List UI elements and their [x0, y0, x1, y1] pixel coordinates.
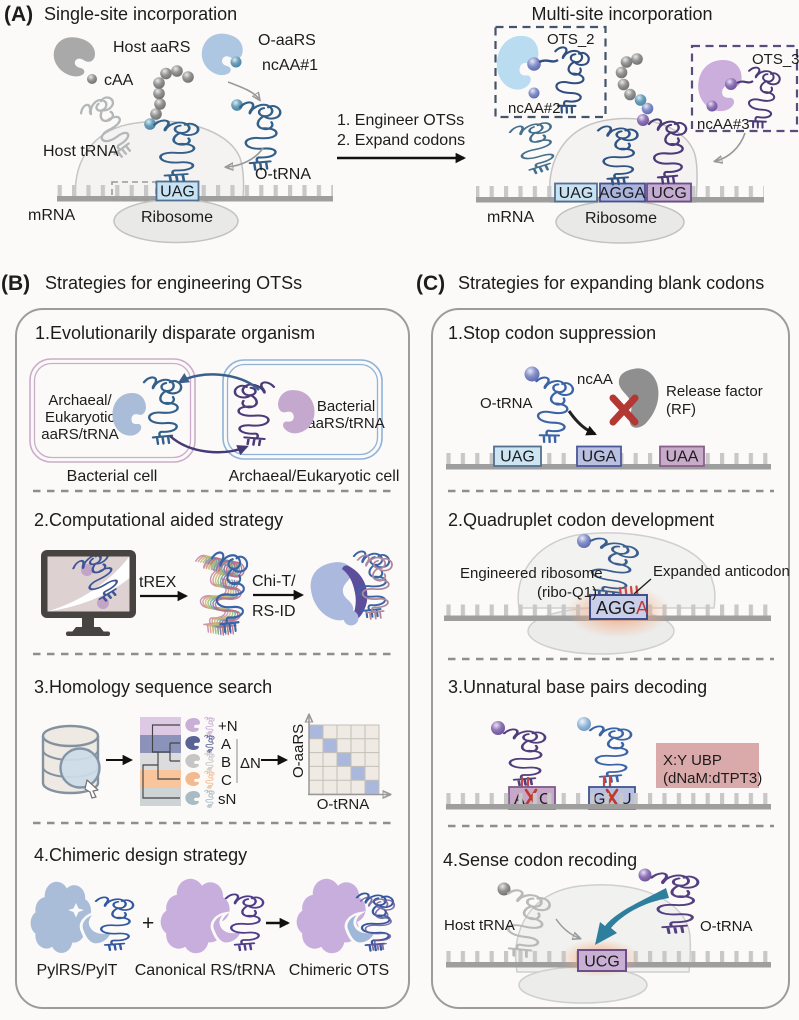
- svg-text:2.Quadruplet codon development: 2.Quadruplet codon development: [448, 510, 714, 530]
- svg-text:O-aaRS: O-aaRS: [290, 724, 307, 778]
- svg-text:Eukaryotic: Eukaryotic: [45, 409, 116, 426]
- svg-text:+N: +N: [218, 718, 238, 735]
- svg-text:O-aaRS: O-aaRS: [258, 32, 316, 49]
- svg-text:Strategies for expanding blank: Strategies for expanding blank codons: [458, 273, 764, 293]
- svg-text:Single-site incorporation: Single-site incorporation: [44, 4, 237, 24]
- svg-text:4.Sense codon recoding: 4.Sense codon recoding: [443, 850, 637, 870]
- svg-text:sN: sN: [218, 791, 236, 808]
- svg-text:Canonical RS/tRNA: Canonical RS/tRNA: [135, 962, 276, 979]
- svg-text:O-tRNA: O-tRNA: [255, 166, 311, 183]
- svg-text:Host aaRS: Host aaRS: [113, 39, 190, 56]
- svg-text:(A): (A): [4, 3, 33, 26]
- svg-text:Multi-site incorporation: Multi-site incorporation: [531, 4, 712, 24]
- svg-text:(RF): (RF): [666, 401, 696, 418]
- svg-text:OTS_2: OTS_2: [547, 31, 595, 48]
- svg-text:UCG: UCG: [651, 185, 687, 202]
- svg-text:mRNA: mRNA: [487, 209, 534, 226]
- svg-text:Chi-T/: Chi-T/: [252, 573, 296, 590]
- svg-text:Ribosome: Ribosome: [585, 210, 657, 227]
- svg-text:(ribo-Q1): (ribo-Q1): [537, 584, 597, 601]
- svg-text:PylRS/PylT: PylRS/PylT: [37, 962, 118, 979]
- svg-text:Chimeric OTS: Chimeric OTS: [289, 962, 389, 979]
- svg-text:UAG: UAG: [160, 184, 195, 201]
- svg-text:(C): (C): [416, 272, 445, 295]
- svg-text:Bacterial: Bacterial: [317, 398, 375, 415]
- svg-text:Engineered ribosome: Engineered ribosome: [460, 565, 603, 582]
- svg-text:UAG: UAG: [559, 185, 594, 202]
- svg-text:ΔN: ΔN: [240, 755, 261, 772]
- svg-text:aaRS/tRNA: aaRS/tRNA: [41, 426, 119, 443]
- svg-text:A: A: [221, 736, 231, 753]
- svg-text:B: B: [221, 754, 231, 771]
- svg-text:Bacterial cell: Bacterial cell: [67, 468, 158, 485]
- svg-text:2.Computational aided strategy: 2.Computational aided strategy: [34, 510, 283, 530]
- svg-text:Host tRNA: Host tRNA: [444, 917, 515, 934]
- svg-text:O-tRNA: O-tRNA: [700, 918, 753, 935]
- svg-text:ncAA#2: ncAA#2: [508, 100, 561, 117]
- svg-text:3.Unnatural base pairs decodin: 3.Unnatural base pairs decoding: [448, 677, 707, 697]
- svg-text:RS-ID: RS-ID: [252, 603, 296, 620]
- svg-text:Archaeal/Eukaryotic cell: Archaeal/Eukaryotic cell: [229, 468, 400, 485]
- svg-text:Strategies for engineering OTS: Strategies for engineering OTSs: [45, 273, 302, 293]
- svg-text:ncAA: ncAA: [577, 371, 613, 388]
- svg-text:UAA: UAA: [666, 449, 699, 466]
- svg-text:4.Chimeric design strategy: 4.Chimeric design strategy: [34, 845, 247, 865]
- svg-text:UAG: UAG: [500, 449, 535, 466]
- svg-text:Ribosome: Ribosome: [141, 209, 213, 226]
- svg-text:cAA: cAA: [104, 72, 134, 89]
- svg-text:2. Expand codons: 2. Expand codons: [337, 132, 465, 149]
- svg-text:+: +: [142, 912, 154, 935]
- svg-text:O-tRNA: O-tRNA: [480, 395, 533, 412]
- svg-text:3.Homology sequence search: 3.Homology sequence search: [34, 677, 272, 697]
- svg-text:UCG: UCG: [584, 954, 620, 971]
- svg-text:(dNaM:dTPT3): (dNaM:dTPT3): [663, 770, 762, 787]
- svg-text:1.Stop codon suppression: 1.Stop codon suppression: [448, 323, 656, 343]
- svg-text:1. Engineer OTSs: 1. Engineer OTSs: [337, 112, 464, 129]
- svg-text:tREX: tREX: [139, 574, 177, 591]
- svg-text:ncAA#1: ncAA#1: [262, 57, 318, 74]
- svg-text:(B): (B): [1, 272, 30, 295]
- svg-text:Archaeal/: Archaeal/: [48, 392, 112, 409]
- svg-text:Host tRNA: Host tRNA: [43, 143, 119, 160]
- svg-text:UGA: UGA: [582, 449, 617, 466]
- svg-text:ncAA#3: ncAA#3: [697, 116, 750, 133]
- svg-text:C: C: [221, 772, 232, 789]
- svg-text:aaRS/tRNA: aaRS/tRNA: [307, 415, 385, 432]
- svg-text:Expanded anticodon: Expanded anticodon: [653, 563, 790, 580]
- svg-text:Release factor: Release factor: [666, 383, 763, 400]
- svg-text:AGGA: AGGA: [599, 185, 646, 202]
- svg-text:mRNA: mRNA: [28, 207, 75, 224]
- svg-text:AGGA: AGGA: [596, 598, 648, 618]
- svg-text:X:Y UBP: X:Y UBP: [663, 752, 722, 769]
- svg-text:1.Evolutionarily disparate org: 1.Evolutionarily disparate organism: [35, 323, 315, 343]
- svg-text:OTS_3: OTS_3: [752, 51, 799, 68]
- svg-text:O-tRNA: O-tRNA: [317, 796, 370, 813]
